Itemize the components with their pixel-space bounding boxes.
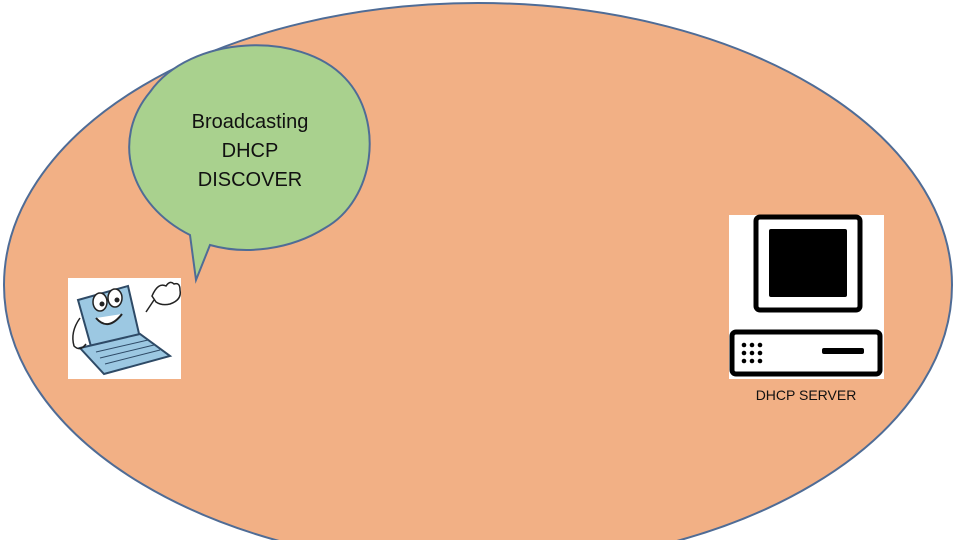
cartoon-laptop-icon [68, 278, 182, 379]
bubble-line-2: DHCP [221, 140, 279, 162]
server-label: DHCP SERVER [755, 387, 857, 403]
server-computer-icon [729, 214, 884, 379]
speech-bubble [128, 44, 371, 284]
bubble-line-1: Broadcasting [191, 111, 309, 133]
bubble-line-3: DISCOVER [197, 169, 303, 191]
speech-bubble-text: Broadcasting DHCP DISCOVER [150, 108, 350, 195]
